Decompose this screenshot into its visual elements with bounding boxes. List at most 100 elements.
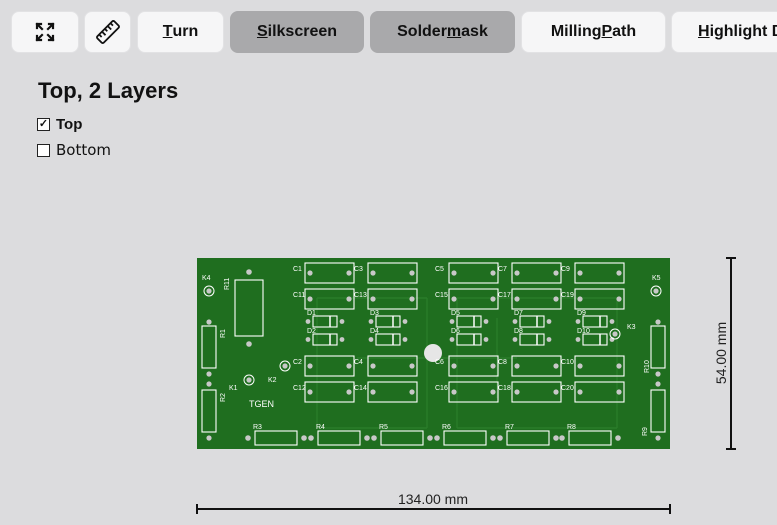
pad (483, 319, 489, 324)
silk-label-r6: R6 (442, 424, 451, 431)
pad (616, 296, 622, 302)
pcb-traces (316, 297, 618, 429)
silk-label-c15: C15 (435, 292, 448, 299)
resistor-r8 (568, 430, 612, 446)
silk-label-d9: D9 (577, 310, 586, 317)
pad (451, 296, 457, 302)
pad (616, 270, 622, 276)
pad (368, 319, 374, 324)
pad (655, 381, 661, 387)
silk-label-d1: D1 (307, 310, 316, 317)
pad (514, 389, 520, 395)
silk-label-r4: R4 (316, 424, 325, 431)
resistor-r11 (234, 279, 264, 337)
pad (514, 363, 520, 369)
fullscreen-icon (35, 22, 55, 42)
silk-label-c6: C6 (435, 359, 444, 366)
resistor-r6 (443, 430, 487, 446)
resistor-r3 (254, 430, 298, 446)
connector-k3 (609, 328, 621, 340)
milling-label-pre: Milling (550, 23, 602, 40)
silk-label-d3: D3 (370, 310, 379, 317)
top-checkbox[interactable]: ✓ (37, 118, 50, 131)
silk-label-c12: C12 (293, 385, 306, 392)
capacitor-c14 (367, 381, 418, 403)
capacitor-c9 (574, 262, 625, 284)
diode-d8 (519, 333, 545, 346)
layer-top-option[interactable]: ✓ Top (37, 116, 82, 133)
highlight-shortcut-key: H (698, 23, 710, 40)
resistor-r9 (650, 389, 666, 433)
pad (653, 288, 659, 294)
pad (434, 435, 440, 441)
ruler-icon (95, 20, 120, 44)
silk-label-d6: D6 (451, 328, 460, 335)
pad (514, 270, 520, 276)
silk-label-r7: R7 (505, 424, 514, 431)
soldermask-shortcut-key: m (446, 23, 462, 40)
pad (402, 319, 408, 324)
silk-label-c8: C8 (498, 359, 507, 366)
fullscreen-button[interactable] (11, 11, 79, 53)
pad (483, 337, 489, 342)
pad (512, 337, 518, 342)
pad (616, 363, 622, 369)
pad (409, 296, 415, 302)
diode-d1 (312, 315, 338, 328)
capacitor-c6 (448, 355, 499, 377)
connector-k5 (650, 285, 662, 297)
soldermask-label: ask (461, 23, 488, 40)
silk-board-name: TGEN (249, 399, 274, 409)
layer-bottom-option[interactable]: Bottom (37, 141, 111, 159)
pad (206, 319, 212, 325)
pad (451, 363, 457, 369)
connector-k2 (279, 360, 291, 372)
pad (559, 435, 565, 441)
capacitor-c7 (511, 262, 562, 284)
pad (449, 337, 455, 342)
milling-label: ath (612, 23, 637, 40)
pad (577, 389, 583, 395)
silk-label-d7: D7 (514, 310, 523, 317)
silk-label-k2: K2 (268, 377, 277, 384)
silk-label-k4: K4 (202, 275, 211, 282)
pad (546, 319, 552, 324)
silk-label-r2: R2 (220, 393, 227, 402)
silk-label-c5: C5 (435, 266, 444, 273)
silk-label-c14: C14 (354, 385, 367, 392)
bottom-checkbox[interactable] (37, 143, 50, 157)
pad (301, 435, 307, 441)
pad (282, 363, 288, 369)
pad (409, 270, 415, 276)
capacitor-c10 (574, 355, 625, 377)
width-dimension-label: 134.00 mm (398, 491, 468, 507)
turn-shortcut-key: T (162, 23, 173, 40)
ruler-button[interactable] (84, 11, 131, 53)
silk-label-c3: C3 (354, 266, 363, 273)
pad (655, 371, 661, 377)
silk-label-d2: D2 (307, 328, 316, 335)
diode-d4 (375, 333, 401, 346)
silk-label-c16: C16 (435, 385, 448, 392)
capacitor-c11 (304, 288, 355, 310)
resistor-r2 (201, 389, 217, 433)
pad (368, 337, 374, 342)
capacitor-c17 (511, 288, 562, 310)
highlight-label: ighlight D (709, 23, 777, 40)
silk-label-c13: C13 (354, 292, 367, 299)
silk-label-k1: K1 (229, 385, 238, 392)
capacitor-c12 (304, 381, 355, 403)
pad (427, 435, 433, 441)
pad (655, 435, 661, 441)
silkscreen-label: ilkscreen (267, 23, 338, 40)
pad (364, 435, 370, 441)
silk-label-c19: C19 (561, 292, 574, 299)
pad (339, 337, 345, 342)
